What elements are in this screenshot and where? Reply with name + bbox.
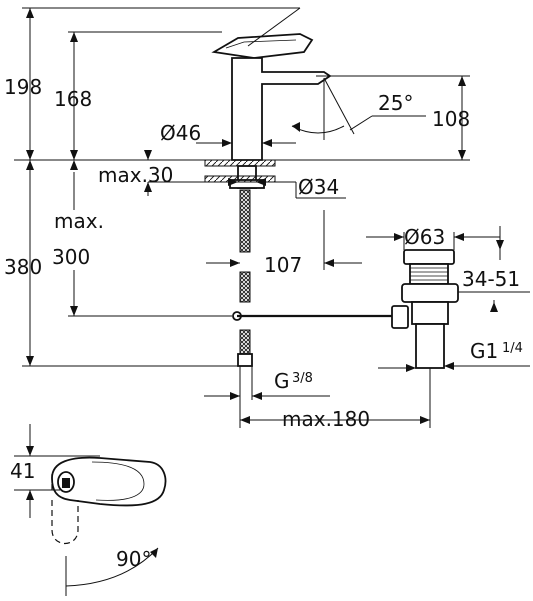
dimension-arrows	[26, 8, 504, 558]
label-g: G	[274, 369, 290, 393]
label-168: 168	[54, 87, 92, 111]
label-max30: max.30	[98, 163, 173, 187]
label-d46: Ø46	[160, 121, 201, 145]
label-198: 198	[4, 75, 42, 99]
pop-up-waste	[391, 249, 459, 369]
label-107: 107	[264, 253, 302, 277]
label-max180: max.180	[282, 407, 370, 431]
label-d63: Ø63	[404, 225, 445, 249]
label-90-degree: 90°	[116, 547, 151, 571]
label-300: 300	[52, 245, 90, 269]
label-g-fraction: 3/8	[292, 371, 313, 386]
label-380: 380	[4, 255, 42, 279]
label-g1: G1	[470, 339, 498, 363]
label-d34: Ø34	[298, 175, 339, 199]
dimension-labels: 198 168 25° 108 Ø46 max.30 Ø34 max. 380 …	[4, 75, 523, 571]
counter-top	[204, 159, 276, 183]
label-max: max.	[54, 209, 104, 233]
label-108: 108	[432, 107, 470, 131]
label-25-degree: 25°	[378, 91, 413, 115]
faucet-top-view	[51, 456, 167, 545]
label-41: 41	[10, 459, 35, 483]
label-g1-fraction: 1/4	[502, 341, 523, 356]
faucet-front-view	[211, 33, 392, 367]
label-34-51: 34-51	[462, 267, 520, 291]
